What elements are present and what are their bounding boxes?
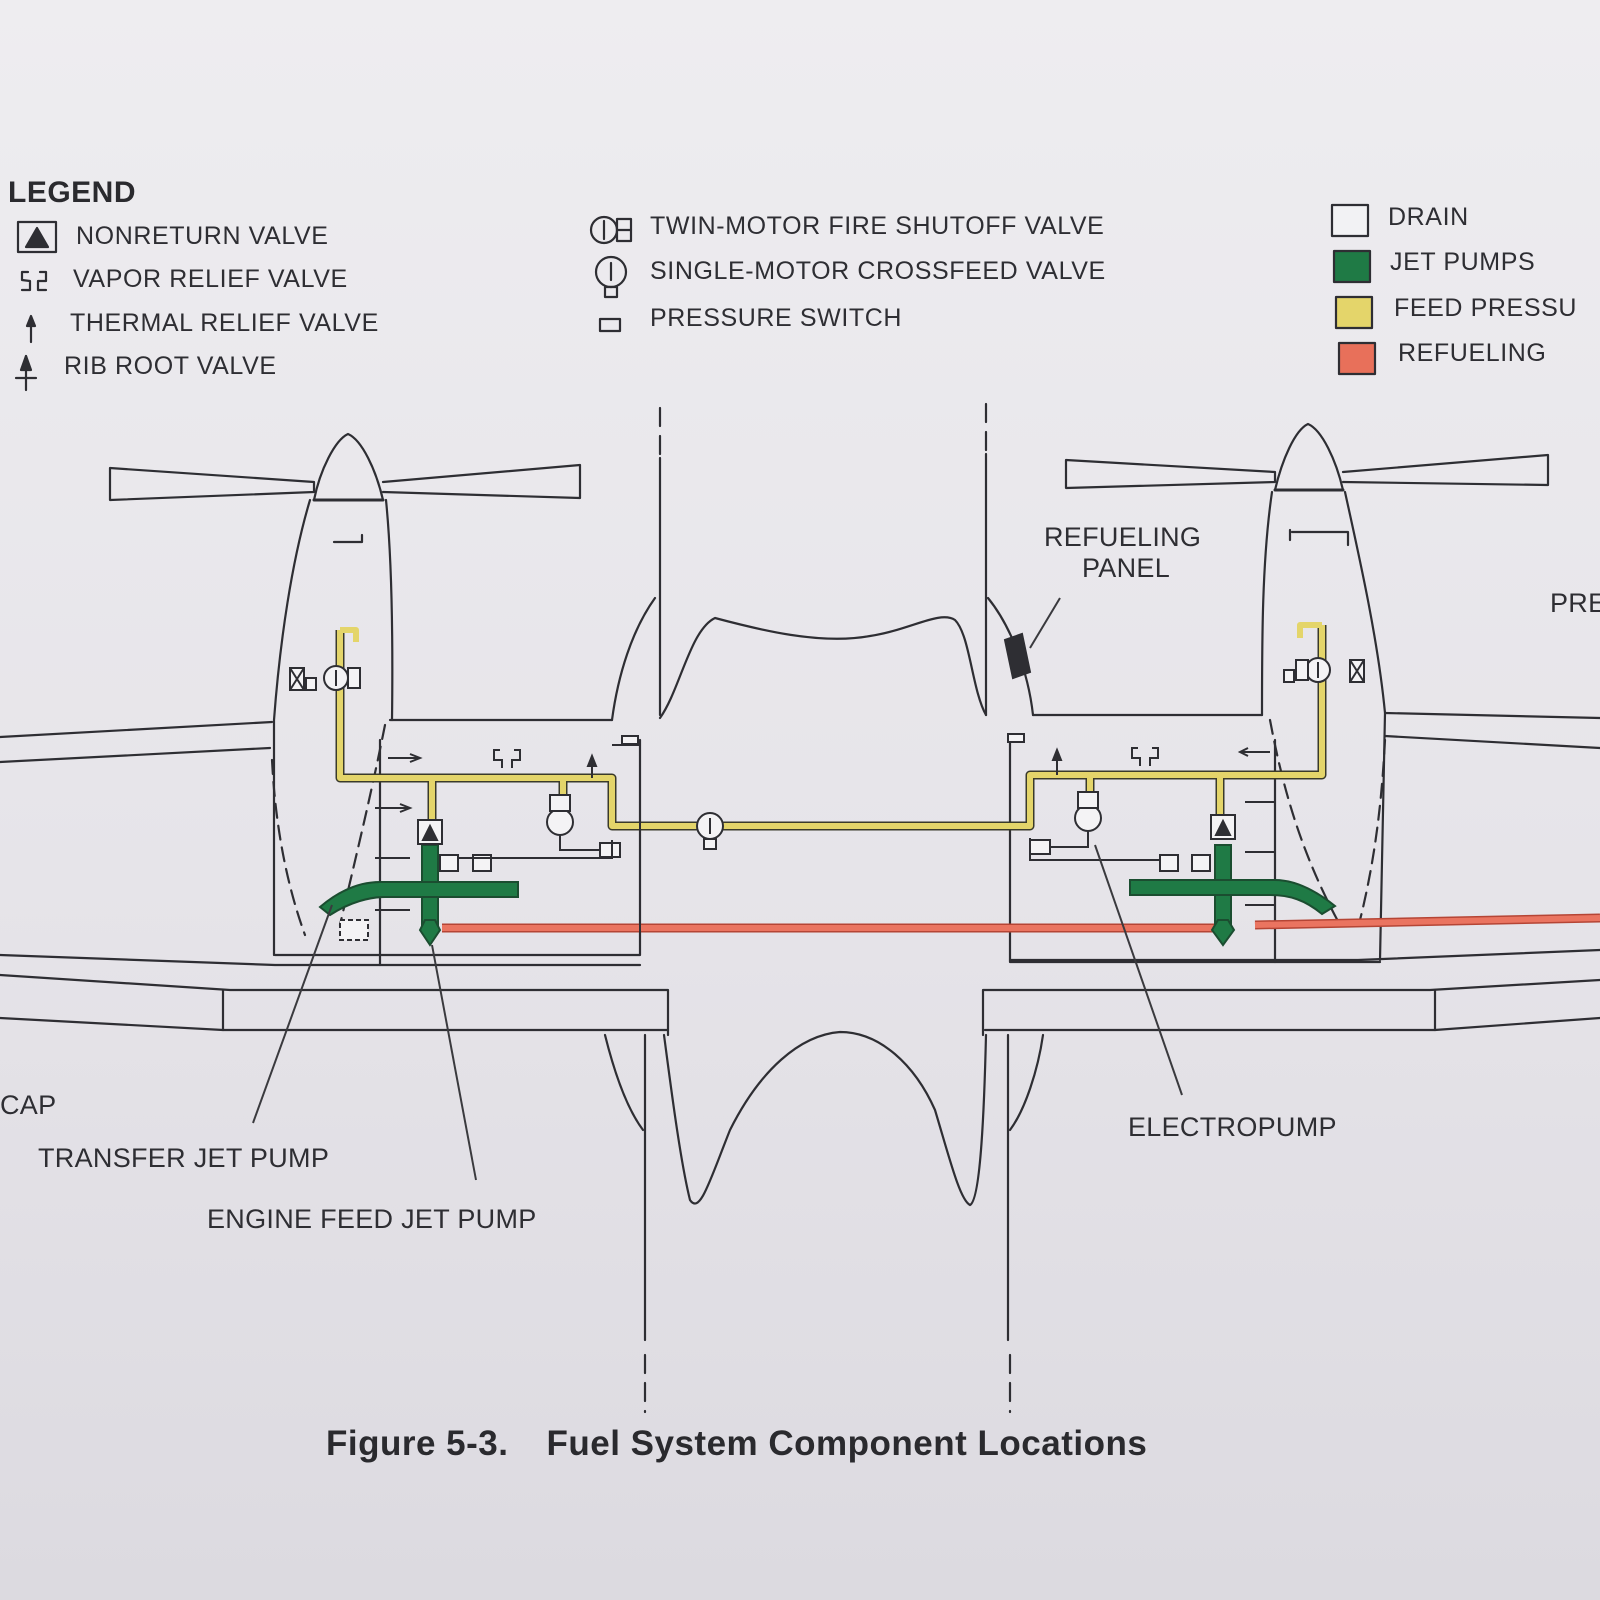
fire-shutoff-valve-icon xyxy=(589,215,633,245)
legend-crossfeed-valve: SINGLE-MOTOR CROSSFEED VALVE xyxy=(650,257,1106,285)
callout-pre-cut: PRE xyxy=(1550,588,1600,618)
color-swatch-drain xyxy=(1330,203,1370,238)
nonreturn-valve-icon xyxy=(16,220,58,254)
jet-pumps xyxy=(318,844,1337,947)
rib-root-valve-icon xyxy=(14,354,38,392)
legend-refueling: REFUELING xyxy=(1398,339,1547,367)
crossfeed-valve-icon xyxy=(594,255,628,299)
figure-number: Figure 5-3. xyxy=(326,1424,509,1463)
color-swatch-refueling xyxy=(1337,341,1377,376)
legend-pressure-switch: PRESSURE SWITCH xyxy=(650,304,903,332)
legend-nonreturn-valve: NONRETURN VALVE xyxy=(76,222,329,250)
callout-engine-feed-jet-pump: ENGINE FEED JET PUMP xyxy=(207,1204,537,1234)
thermal-relief-valve-icon xyxy=(25,314,37,344)
legend-feed-pressure: FEED PRESSU xyxy=(1394,294,1578,322)
callout-refueling-panel-line2: PANEL xyxy=(1082,553,1171,583)
color-swatch-jet-pumps xyxy=(1332,249,1372,284)
vapor-relief-valve-icon xyxy=(20,270,48,292)
pressure-switch-icon xyxy=(598,317,622,333)
figure-title: Fuel System Component Locations xyxy=(546,1424,1148,1463)
legend-drain: DRAIN xyxy=(1388,203,1469,231)
callout-leaders xyxy=(252,597,1183,1181)
legend-fire-shutoff-valve: TWIN-MOTOR FIRE SHUTOFF VALVE xyxy=(650,212,1105,240)
legend-vapor-relief-valve: VAPOR RELIEF VALVE xyxy=(73,265,348,293)
legend-jet-pumps: JET PUMPS xyxy=(1390,248,1536,276)
callout-refueling-panel-line1: REFUELING xyxy=(1044,522,1202,552)
callout-cap-cut: CAP xyxy=(0,1090,57,1120)
legend-thermal-relief-valve: THERMAL RELIEF VALVE xyxy=(70,309,379,337)
legend-title: LEGEND xyxy=(8,176,137,209)
callout-transfer-jet-pump: TRANSFER JET PUMP xyxy=(38,1143,330,1173)
feed-pressure-lines xyxy=(335,625,1327,831)
callout-electropump: ELECTROPUMP xyxy=(1128,1112,1337,1142)
legend-rib-root-valve: RIB ROOT VALVE xyxy=(64,352,277,380)
figure-caption: Figure 5-3. Fuel System Component Locatio… xyxy=(326,1424,1147,1464)
color-swatch-feed-pressure xyxy=(1334,295,1374,330)
